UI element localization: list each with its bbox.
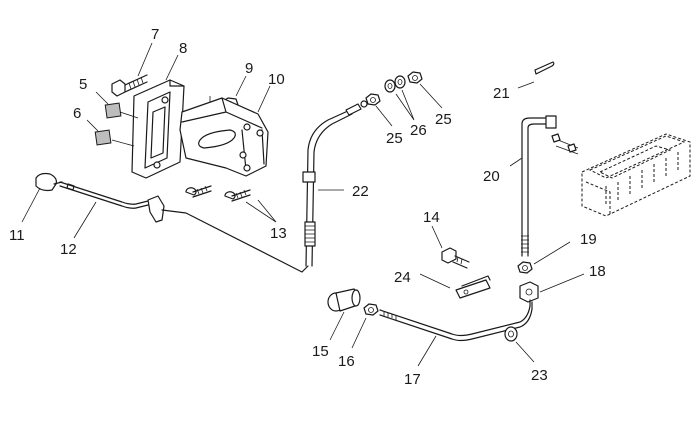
callout-21: 21 — [493, 85, 510, 102]
part-10-bracket — [179, 97, 269, 177]
part-19-nut — [517, 261, 533, 274]
callout-26: 26 — [410, 122, 427, 139]
callout-24: 24 — [394, 269, 411, 286]
callout-16: 16 — [338, 353, 355, 370]
callout-12: 12 — [60, 241, 77, 258]
leader-lines — [21, 42, 585, 367]
callout-15: 15 — [312, 343, 329, 360]
part-6-pad — [94, 129, 112, 146]
part-15-knob — [327, 288, 361, 312]
callout-19: 19 — [580, 231, 597, 248]
callout-6: 6 — [73, 105, 81, 122]
callout-7: 7 — [151, 26, 159, 43]
callout-14: 14 — [423, 209, 440, 226]
part-14-screw — [441, 247, 470, 269]
part-11-knob — [35, 172, 63, 192]
part-26-washers — [384, 75, 406, 93]
callout-8: 8 — [179, 40, 187, 57]
callout-18: 18 — [589, 263, 606, 280]
callout-labels: 7 8 9 10 5 6 11 12 13 22 25 26 25 21 20 … — [9, 26, 606, 388]
callout-13: 13 — [270, 225, 287, 242]
carburetor-outline — [581, 133, 691, 217]
part-17-rod — [379, 299, 533, 342]
part-13-screws — [185, 185, 251, 202]
part-21-cotter-pin — [534, 61, 555, 75]
part-8-mount-plate — [131, 79, 185, 179]
part-23-washer — [504, 326, 518, 342]
callout-25a: 25 — [386, 130, 403, 147]
callout-17: 17 — [404, 371, 421, 388]
part-22-cable — [302, 100, 368, 267]
part-20-link-rod — [521, 115, 579, 257]
callout-25b: 25 — [435, 111, 452, 128]
part-24-clip — [455, 275, 491, 299]
linkage-line — [161, 209, 309, 273]
part-7-bolt — [111, 74, 148, 97]
part-25-nut-left — [365, 93, 381, 106]
callout-5: 5 — [79, 76, 87, 93]
callout-11: 11 — [9, 227, 25, 244]
callout-22: 22 — [352, 183, 369, 200]
part-5-pad — [104, 102, 122, 119]
callout-20: 20 — [483, 168, 500, 185]
part-12-rod — [59, 181, 165, 223]
part-16-nut — [363, 303, 379, 316]
callout-9: 9 — [245, 60, 253, 77]
part-25-nut-right — [407, 71, 423, 84]
part-18-swivel — [519, 281, 539, 303]
callout-10: 10 — [268, 71, 285, 88]
callout-23: 23 — [531, 367, 548, 384]
